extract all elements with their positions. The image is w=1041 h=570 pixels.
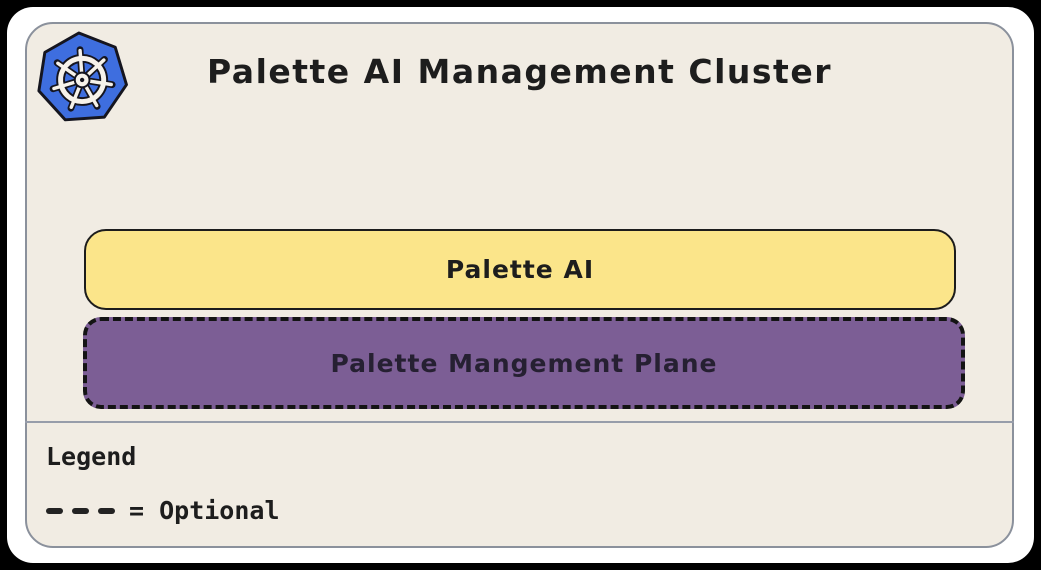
legend-entry-optional: = Optional — [46, 496, 280, 525]
node-palette-management-plane-label: Palette Mangement Plane — [330, 348, 718, 378]
dashed-line-icon — [46, 507, 115, 514]
node-palette-ai[interactable]: Palette AI — [84, 229, 956, 310]
node-palette-management-plane[interactable]: Palette Mangement Plane — [83, 317, 965, 409]
legend-title: Legend — [46, 442, 137, 471]
diagram-title: Palette AI Management Cluster — [207, 52, 832, 91]
node-palette-ai-label: Palette AI — [445, 255, 595, 284]
diagram-page: Palette AI Management Cluster Palette AI… — [7, 7, 1034, 563]
cluster-boundary-box: Palette AI Management Cluster Palette AI… — [25, 22, 1014, 548]
kubernetes-logo-icon — [33, 28, 131, 128]
legend-entry-label: = Optional — [129, 496, 280, 525]
legend-divider — [25, 421, 1014, 423]
